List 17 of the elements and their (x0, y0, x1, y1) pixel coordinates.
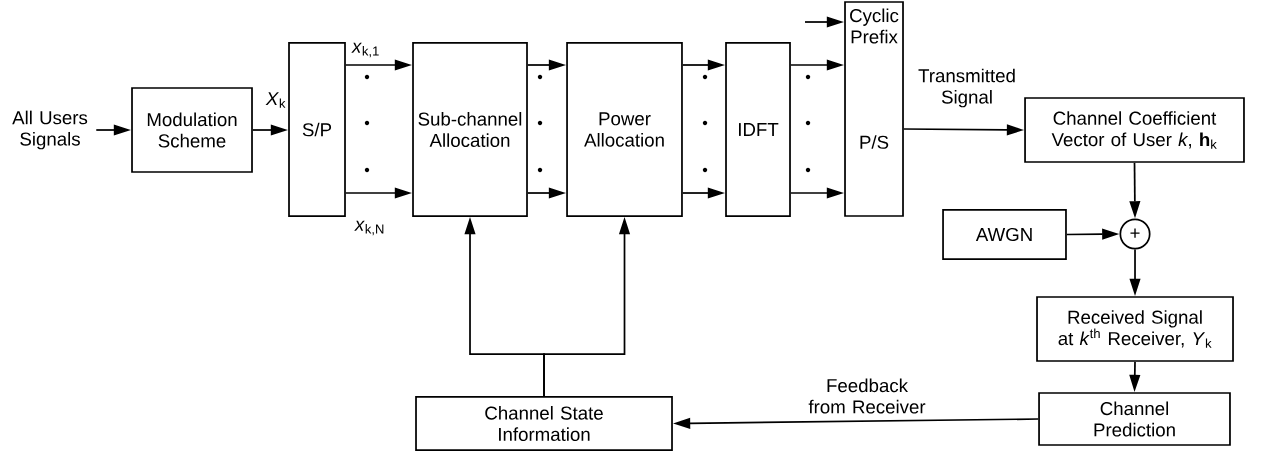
process-box: Sub-channel Allocation (412, 42, 528, 217)
process-box: S/P (288, 42, 346, 217)
edge-label: x$_{k,N}$ (353, 219, 387, 237)
process-box: Channel Prediction (1038, 392, 1231, 446)
process-box: IDFT (725, 42, 791, 217)
process-box: Channel Coefficient Vector of User k, h$_{k}$ (1024, 97, 1245, 163)
process-box: AWGN (942, 209, 1067, 260)
process-box: Power Allocation (566, 42, 683, 217)
process-box: Received Signal at k$^{th}$ Receiver, Y$_{k}$ (1036, 296, 1234, 362)
process-box: Channel State Information (415, 396, 673, 451)
edge-label: Feedback from Receiver (801, 377, 933, 415)
signal-label: All Users Signals (12, 110, 88, 150)
edge-label: Transmitted Signal (911, 67, 1023, 109)
edge-label: x$_{k,1}$ (350, 41, 382, 59)
process-box: Modulation Scheme (131, 87, 253, 173)
edge-label: X$_{k}$ (264, 90, 288, 110)
process-box: Cyclic Prefix P/S (844, 1, 904, 217)
